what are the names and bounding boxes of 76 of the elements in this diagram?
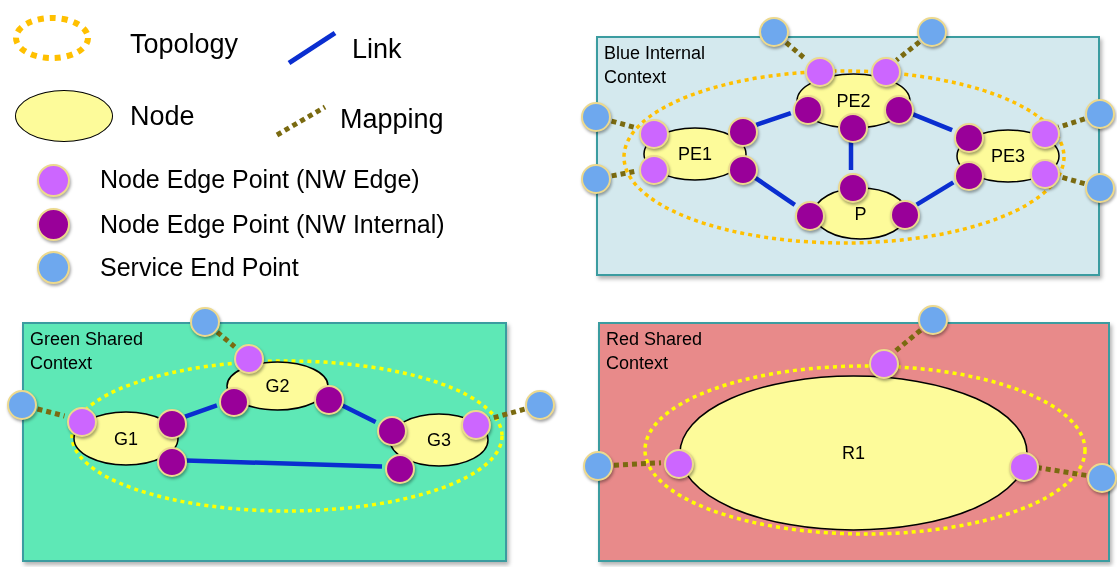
node-label: PE2 [835,91,872,111]
internal-edge-point-circle [157,409,187,439]
internal-edge-point-circle [377,416,407,446]
context-label: Red Shared Context [606,328,704,375]
service-end-point-circle [759,17,789,47]
node-edge-point-circle [234,344,264,374]
context-panel [598,322,1110,562]
service-end-point-circle [581,164,611,194]
service-end-point-circle [917,17,947,47]
legend-label: Node Edge Point (NW Internal) [100,209,445,240]
service-end-point-circle [583,451,613,481]
mapping-line [613,460,662,468]
node-edge-point-circle [639,155,669,185]
internal-edge-point-circle [314,385,344,415]
link-line [184,403,218,419]
node-label: P [853,203,868,224]
node-label: G1 [113,428,139,449]
service-end-point-circle [918,305,948,335]
legend-label: Link [352,33,402,65]
legend-label: Node [130,100,195,132]
node-edge-point-circle [639,119,669,149]
mapping-line [611,168,637,179]
service-end-point-circle [1087,463,1117,493]
internal-edge-point-circle [385,454,415,484]
mapping-line [784,40,808,62]
link-line [752,175,797,207]
link-line [755,110,792,128]
context-label: Blue Internal Context [604,42,707,89]
internal-edge-point-circle [157,447,187,477]
service-end-point-circle [1085,173,1115,203]
internal-edge-point-circle [838,173,868,203]
legend-label: Service End Point [100,252,299,283]
link-line [185,458,383,469]
internal-edge-point-circle [219,387,249,417]
node-edge-point-circle [67,407,97,437]
link-line [848,142,854,170]
service-end-point-circle [581,102,611,132]
mapping-line [894,39,922,63]
internal-edge-point-circle [838,113,868,143]
link-line [340,403,377,424]
node-label: R1 [841,443,866,463]
internal-edge-point-circle [728,117,758,147]
context-panel [596,36,1100,276]
mapping-line [215,330,237,349]
mapping-line [1037,465,1087,478]
legend-label: Node Edge Point (NW Edge) [100,164,420,195]
mapping-line [892,328,923,354]
service-end-point-circle [7,390,37,420]
node-label: G2 [264,376,291,396]
node-edge-point-circle [1030,119,1060,149]
node-ellipse [678,374,1029,532]
node-edge-point-circle [871,57,901,87]
node-edge-point-circle [461,410,491,440]
context-panel [22,322,507,562]
internal-edge-point-circle [954,123,984,153]
node-edge-point-circle [664,449,694,479]
link-line [915,180,955,207]
context-label: Green Shared Context [30,328,145,375]
service-end-point-circle [1085,99,1115,129]
node-label: PE3 [990,146,1026,166]
service-end-point-circle [525,390,555,420]
internal-edge-point-circle [793,95,823,125]
internal-edge-point-circle [954,161,984,191]
internal-edge-point-circle [795,201,825,231]
legend-label: Topology [130,28,239,60]
node-edge-point-circle [869,349,899,379]
node-edge-point-circle [1009,452,1039,482]
legend-label: Mapping [340,103,444,135]
service-end-point-circle [190,307,220,337]
link-line [911,111,953,133]
node-edge-point-circle [805,57,835,87]
node-label: PE1 [677,144,713,164]
mapping-line [36,406,66,419]
node-edge-point-circle [1030,159,1060,189]
node-label: G3 [426,430,452,450]
internal-edge-point-circle [728,155,758,185]
